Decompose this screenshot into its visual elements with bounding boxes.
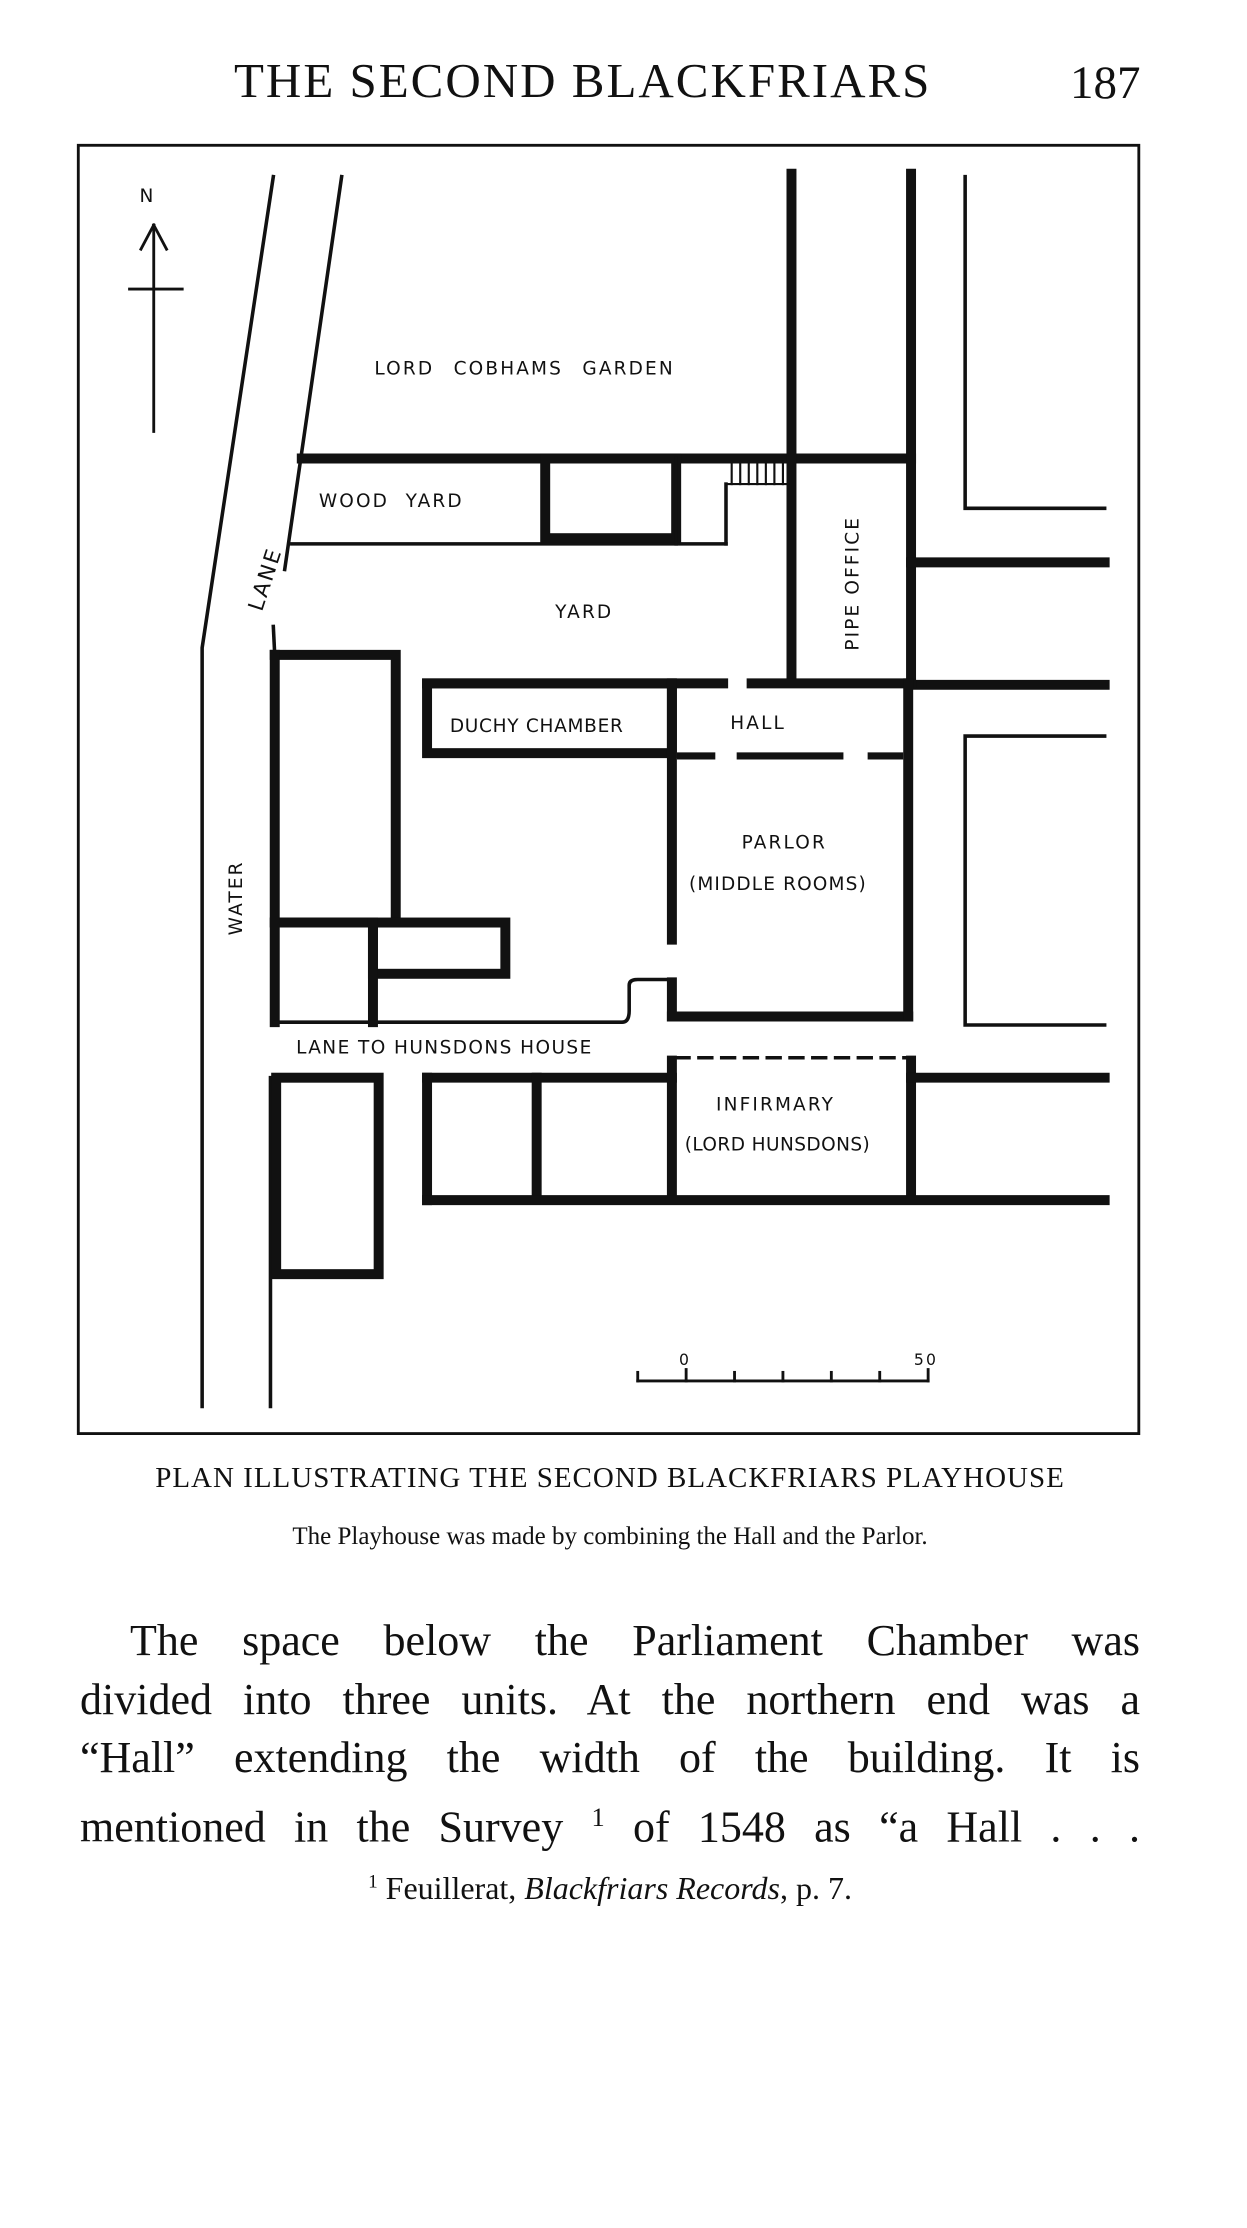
figure-subcaption: The Playhouse was made by combining the … [292,1523,928,1550]
pipe-office-label: PIPE OFFICE [842,516,863,651]
wood-yard-label: WOOD YARD [319,491,464,512]
body-line: “Hall” extending the width of the buildi… [80,1733,1140,1782]
stairs-icon [724,460,790,486]
infirmary-sub-label: (LORD HUNSDONS) [685,1134,870,1155]
thick-walls [269,168,1110,1280]
yard-label: YARD [554,602,613,623]
body-text-part: of 1548 as “a Hall . . . [604,1802,1140,1852]
scale-start-label: 0 [679,1350,691,1369]
figure-caption: PLAN ILLUSTRATING THE SECOND BLACKFRIARS… [155,1462,1065,1494]
lane-hunsdon-label: LANE TO HUNSDONS HOUSE [296,1038,593,1059]
footnote-ref[interactable]: 1 [591,1801,605,1832]
footnote: 1 Feuillerat, Blackfriars Records, p. 7. [80,1870,1140,1907]
lane-label: LANE [244,545,288,615]
body-text: The space below the Parliament Chamber w… [80,1612,1140,1857]
scale-end-label: 50 [914,1350,938,1369]
footnote-title: Blackfriars Records [524,1870,780,1906]
north-arrow-icon [128,223,184,433]
infirmary-label: INFIRMARY [716,1094,835,1115]
north-label: N [140,186,156,207]
parlor-label: PARLOR [742,833,827,854]
scale-bar [636,1368,930,1383]
garden-label: LORD COBHAMS GARDEN [374,358,674,379]
thin-walls [272,174,1107,1060]
plan-frame [76,143,1141,1436]
lane-lines [200,174,344,1409]
duchy-chamber-label: DUCHY CHAMBER [450,716,624,737]
body-line: mentioned in the Survey 1 of 1548 as “a … [80,1788,1140,1857]
body-text-part: mentioned in the Survey [80,1802,564,1852]
parlor-sub-label: (MIDDLE ROOMS) [689,874,867,895]
running-head: THE SECOND BLACKFRIARS [234,53,932,108]
water-label: WATER [226,860,247,935]
body-line: The space below the Parliament Chamber w… [130,1616,1140,1665]
body-line: divided into three units. At the norther… [80,1674,1140,1724]
hall-label: HALL [730,713,786,734]
footnote-marker: 1 [368,1871,378,1893]
footnote-author: Feuillerat, [377,1870,525,1906]
page-number: 187 [1070,57,1141,109]
footnote-page: , p. 7. [779,1870,852,1906]
